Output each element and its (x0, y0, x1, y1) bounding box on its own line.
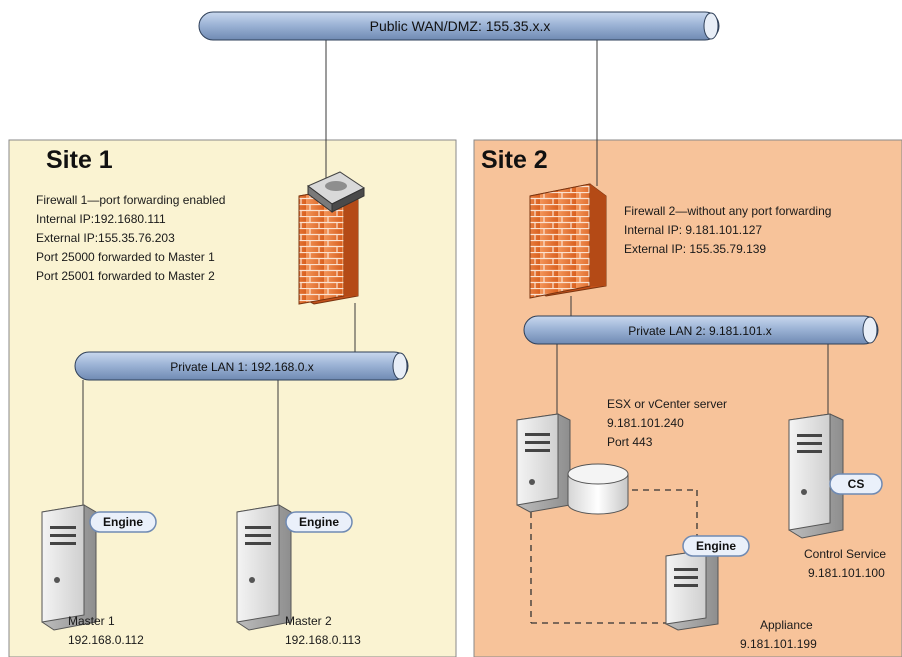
wan-pipe (198, 11, 720, 41)
firewall1-info-line: Port 25001 forwarded to Master 2 (36, 269, 215, 283)
master2-name: Master 2 (285, 614, 332, 628)
server-icon (236, 504, 292, 631)
appliance-name: Appliance (760, 618, 813, 632)
control-badge: CS (848, 477, 865, 491)
lan1-pipe (74, 351, 409, 381)
firewall2-info-line: External IP: 155.35.79.139 (624, 242, 767, 256)
cs-badge: CS (829, 473, 883, 495)
master1-ip: 192.168.0.112 (68, 633, 144, 647)
master2-label: Master 2 192.168.0.113 (285, 612, 361, 650)
firewall1-info-line: Firewall 1—port forwarding enabled (36, 193, 226, 207)
control-label: Control Service 9.181.101.100 (804, 545, 886, 583)
lan2-pipe (523, 315, 879, 345)
engine-badge: Engine (89, 511, 157, 533)
firewall-icon (529, 183, 607, 299)
master1-label: Master 1 192.168.0.112 (68, 612, 144, 650)
engine-badge: Engine (285, 511, 353, 533)
wan-label: Public WAN/DMZ: 155.35.x.x (370, 18, 551, 34)
control-ip: 9.181.101.100 (808, 566, 885, 580)
firewall1-info: Firewall 1—port forwarding enabled Inter… (36, 191, 225, 286)
esx-info: ESX or vCenter server 9.181.101.240 Port… (607, 395, 727, 452)
appliance-label: Appliance 9.181.101.199 (740, 616, 817, 654)
site1-title: Site 1 (46, 146, 113, 174)
appliance-ip: 9.181.101.199 (740, 637, 817, 651)
firewall1-info-line: Internal IP:192.1680.111 (36, 212, 166, 226)
server-icon (788, 413, 844, 539)
esx-info-line: 9.181.101.240 (607, 416, 684, 430)
firewall1-info-line: Port 25000 forwarded to Master 1 (36, 250, 215, 264)
esx-info-line: ESX or vCenter server (607, 397, 728, 411)
esx-info-line: Port 443 (607, 435, 653, 449)
control-name: Control Service (804, 547, 887, 561)
firewall1-info-line: External IP:155.35.76.203 (36, 231, 175, 245)
appliance-badge: Engine (696, 539, 736, 553)
storage-icon (567, 463, 629, 515)
connection-lines (82, 40, 829, 512)
master1-badge: Engine (103, 515, 143, 529)
firewall2-info: Firewall 2—without any port forwarding I… (624, 202, 831, 259)
server-icon (516, 413, 571, 513)
firewall2-info-line: Internal IP: 9.181.101.127 (624, 223, 763, 237)
master2-badge: Engine (299, 515, 339, 529)
lan1-label: Private LAN 1: 192.168.0.x (170, 360, 313, 374)
master2-ip: 192.168.0.113 (285, 633, 361, 647)
router-icon (307, 171, 365, 213)
master1-name: Master 1 (68, 614, 115, 628)
firewall2-info-line: Firewall 2—without any port forwarding (624, 204, 832, 218)
site2-title: Site 2 (481, 146, 548, 174)
engine-badge: Engine (682, 535, 750, 557)
server-icon (665, 549, 719, 631)
server-icon (41, 504, 97, 631)
lan2-label: Private LAN 2: 9.181.101.x (628, 324, 771, 338)
